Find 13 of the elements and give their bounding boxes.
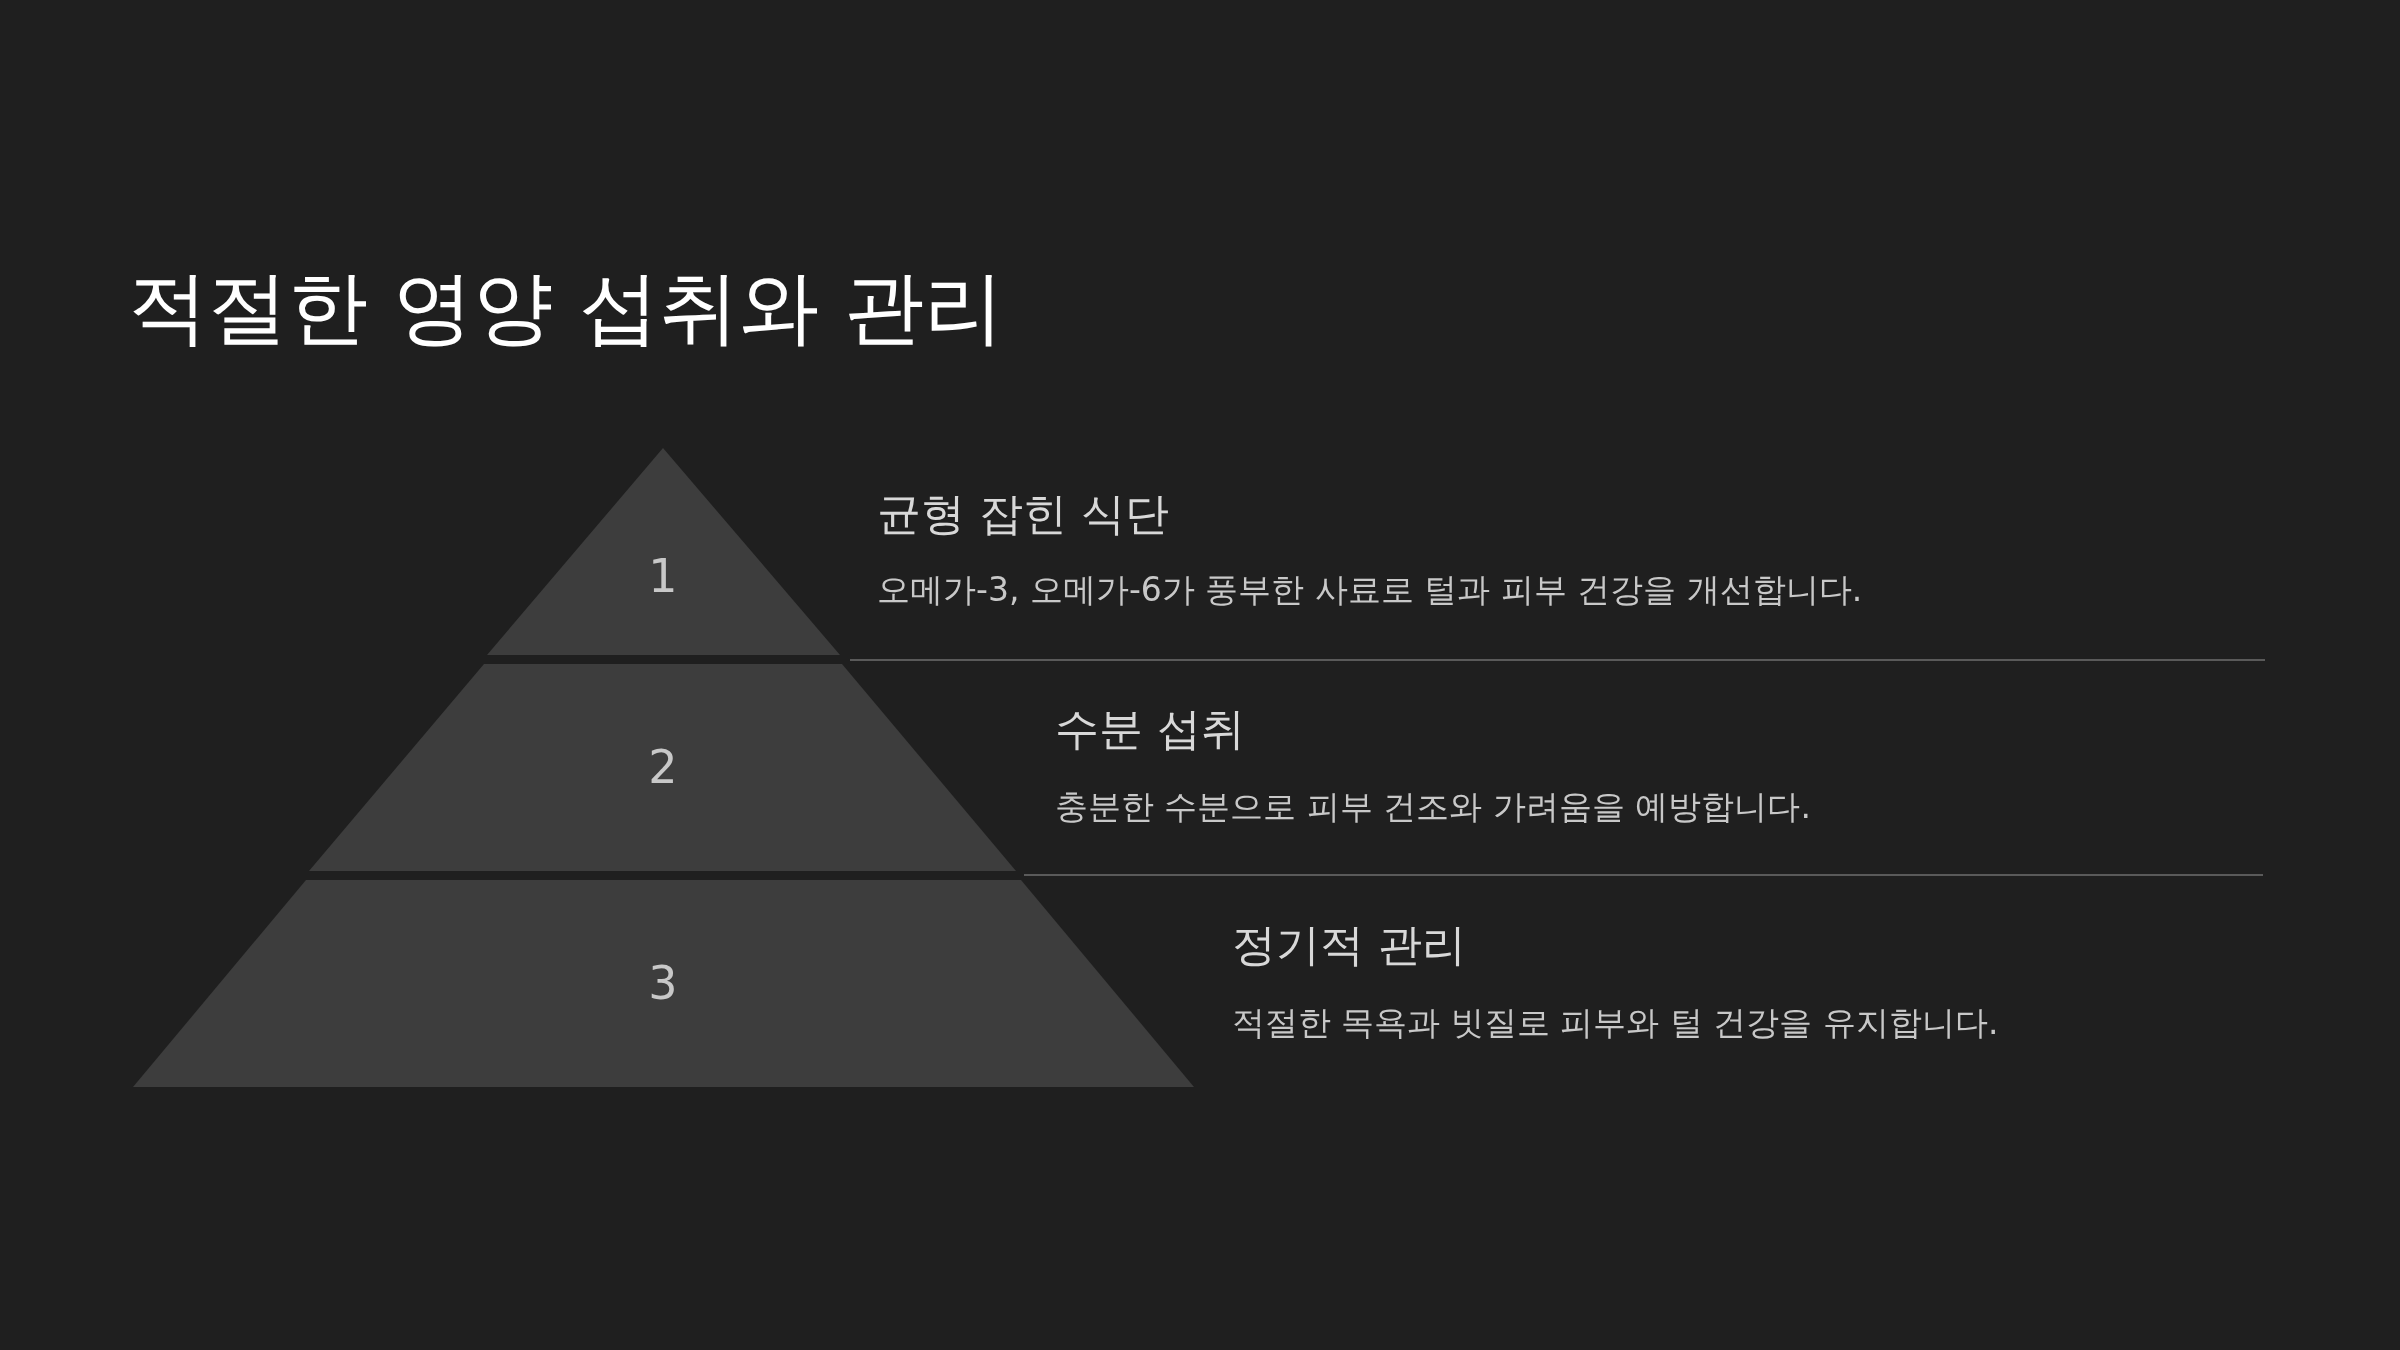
tier-number: 3 bbox=[648, 956, 678, 1010]
pyramid-tier bbox=[133, 880, 1194, 1087]
pyramid-top-tier bbox=[487, 448, 840, 655]
tier-heading: 정기적 관리 bbox=[1232, 918, 1466, 972]
tier-description: 적절한 목욕과 빗질로 피부와 털 건강을 유지합니다. bbox=[1232, 1002, 1999, 1044]
pyramid-tier bbox=[309, 664, 1016, 871]
tier-number: 1 bbox=[648, 549, 678, 603]
tier-number: 2 bbox=[648, 740, 678, 794]
tier-heading: 수분 섭취 bbox=[1055, 702, 1245, 756]
tier-description: 충분한 수분으로 피부 건조와 가려움을 예방합니다. bbox=[1055, 786, 1811, 828]
tier-heading: 균형 잡힌 식단 bbox=[877, 487, 1169, 541]
tier-description: 오메가-3, 오메가-6가 풍부한 사료로 털과 피부 건강을 개선합니다. bbox=[877, 569, 1863, 611]
title: 적절한 영양 섭취와 관리 bbox=[128, 260, 1005, 356]
